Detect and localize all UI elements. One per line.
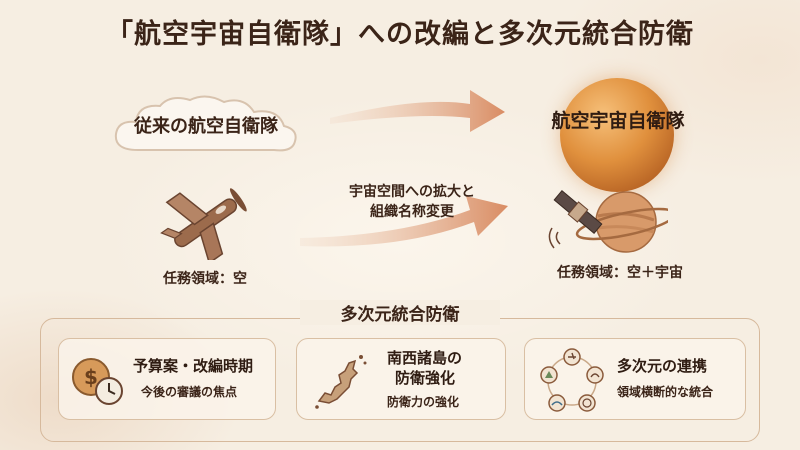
card-southwest-sub: 防衛力の強化 (387, 395, 460, 409)
page-title: 「航空宇宙自衛隊」への改編と多次元統合防衛 (106, 19, 694, 50)
card-multidomain-title: 多次元の連携 (617, 357, 708, 375)
card-southwest-title-2: 防衛強化 (395, 369, 456, 387)
svg-text:$: $ (84, 365, 98, 389)
transition-text-line1: 宇宙空間への拡大と (349, 184, 475, 200)
islands-map-icon (315, 355, 367, 409)
card-budget: $ 予算案・改編時期 今後の審議の焦点 (58, 338, 276, 420)
network-cycle-icon (540, 348, 604, 412)
card-multidomain: 多次元の連携 領域横断的な統合 (524, 338, 746, 420)
airplane-icon (160, 188, 247, 260)
card-budget-sub: 今後の審議の焦点 (141, 385, 238, 399)
card-multidomain-sub: 領域横断的な統合 (617, 385, 714, 399)
card-southwest: 南西諸島の 防衛強化 防衛力の強化 (296, 338, 506, 420)
section-title: 多次元統合防衛 (300, 300, 500, 325)
new-force-label: 航空宇宙自衛隊 (551, 110, 685, 132)
card-southwest-title-1: 南西諸島の (387, 349, 463, 367)
upper-arrow (330, 90, 505, 132)
satellite-planet-icon (548, 189, 668, 253)
transition-text-line2: 組織名称変更 (370, 204, 454, 220)
cloud-icon (114, 95, 297, 152)
card-budget-title: 予算案・改編時期 (133, 357, 254, 375)
coin-clock-icon: $ (72, 358, 123, 405)
old-domain-label: 任務領域：空 (163, 271, 247, 287)
old-force-label: 従来の航空自衛隊 (134, 116, 278, 137)
new-domain-label: 任務領域：空＋宇宙 (557, 265, 683, 281)
lower-arrow (300, 196, 508, 247)
sun-icon (560, 78, 674, 192)
